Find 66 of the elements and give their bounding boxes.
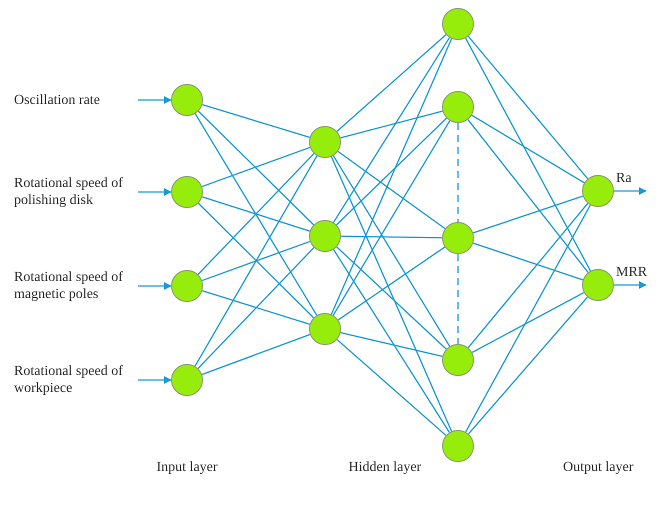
neuron-circle xyxy=(442,91,474,123)
neuron-circle xyxy=(442,8,474,40)
connection-line xyxy=(340,236,442,238)
connection-line xyxy=(202,240,310,282)
connection-line xyxy=(465,38,591,272)
neuron-circle xyxy=(309,313,341,345)
connection-line xyxy=(340,332,443,357)
connection-line xyxy=(202,334,310,376)
connection-line xyxy=(202,146,310,188)
connection-line xyxy=(202,104,310,138)
input-label: Oscillation rate xyxy=(14,92,138,108)
connection-line xyxy=(198,153,314,275)
connection-line xyxy=(194,113,318,316)
connection-line xyxy=(472,242,584,281)
connection-line xyxy=(198,202,314,318)
connection-line xyxy=(332,120,450,316)
connection-line xyxy=(465,204,591,432)
connection-line xyxy=(340,110,443,139)
connection-line xyxy=(198,247,314,369)
neuron-circle xyxy=(582,175,614,207)
connection-line xyxy=(194,156,318,366)
connection-line xyxy=(330,156,452,432)
layer-label: Output layer xyxy=(563,460,634,476)
connection-line xyxy=(467,119,589,273)
arrow xyxy=(138,96,172,104)
neuron-circle xyxy=(171,364,203,396)
connection-line xyxy=(333,249,450,433)
connection-line xyxy=(472,195,584,234)
arrow xyxy=(138,282,172,290)
layer-label: Hidden layer xyxy=(348,460,422,476)
neuron-circle xyxy=(171,84,203,116)
neuron-circle xyxy=(442,344,474,376)
arrow xyxy=(614,281,647,289)
neuron-circle xyxy=(309,126,341,158)
connection-line xyxy=(472,292,584,354)
connection-line xyxy=(468,202,588,348)
connection-line xyxy=(336,118,447,226)
input-label: Rotational speed of polishing disk xyxy=(14,175,138,209)
connection-line xyxy=(471,114,585,184)
layer-label: Input layer xyxy=(156,460,218,476)
connection-line xyxy=(332,155,450,347)
neuron-circle xyxy=(171,176,203,208)
connection-line xyxy=(468,36,588,180)
dashed-connection xyxy=(457,123,459,222)
connection-line xyxy=(336,246,447,350)
arrow xyxy=(138,188,172,196)
input-label: Rotational speed of magnetic poles xyxy=(14,269,138,303)
input-label: Rotational speed of workpiece xyxy=(14,363,138,397)
connection-line xyxy=(332,37,450,223)
arrow xyxy=(614,187,647,195)
connection-line xyxy=(468,296,588,434)
neuron-circle xyxy=(171,270,203,302)
connection-line xyxy=(202,196,310,232)
neuron-circle xyxy=(442,222,474,254)
neuron-circle xyxy=(309,220,341,252)
connection-line xyxy=(336,34,446,132)
connection-line xyxy=(202,290,310,325)
connection-line xyxy=(338,246,446,320)
arrow xyxy=(138,376,172,384)
neuron-circle xyxy=(442,430,474,462)
neuron-circle xyxy=(582,269,614,301)
connection-line xyxy=(336,339,446,436)
connection-line xyxy=(338,150,446,230)
connection-line xyxy=(198,110,314,226)
dashed-connection xyxy=(457,254,459,344)
connection-line xyxy=(330,38,452,315)
